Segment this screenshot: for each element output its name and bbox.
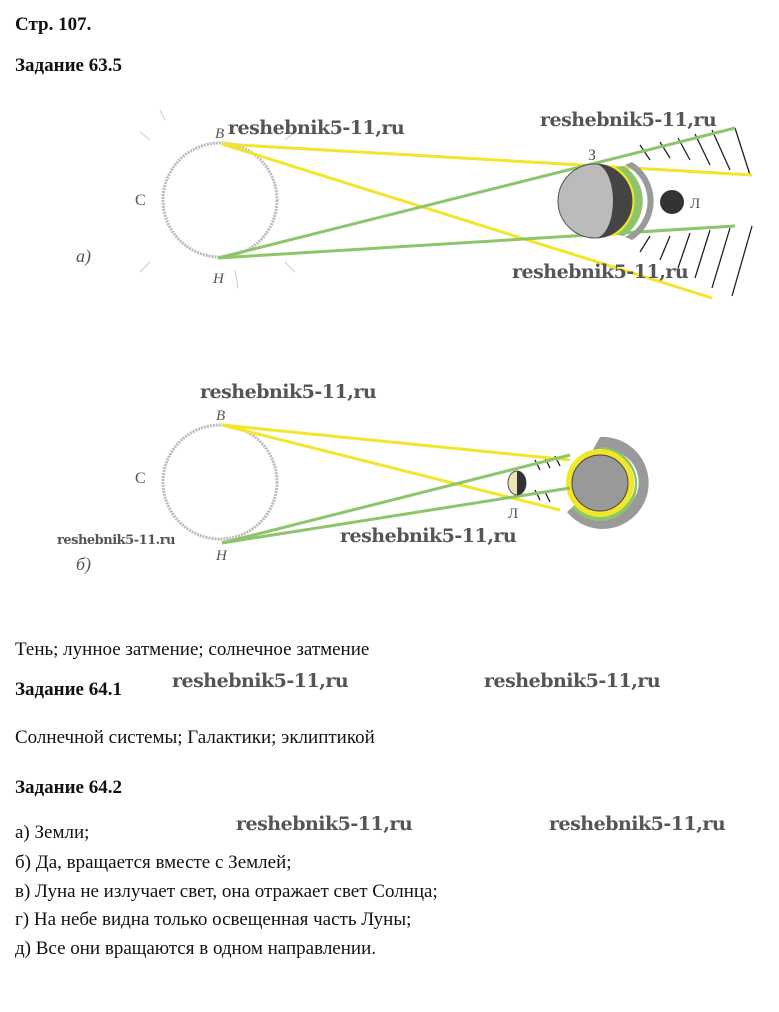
watermark: reshebnik5-11,ru bbox=[340, 525, 517, 547]
diagram-b: B Н С Л б) bbox=[76, 408, 649, 575]
answer-line: г) На небе видна только освещенная часть… bbox=[15, 909, 412, 930]
sun-label: С bbox=[135, 470, 146, 487]
point-h-label: Н bbox=[212, 271, 225, 287]
earth-b bbox=[571, 454, 629, 512]
diagram-a: B Н С З Л а) bbox=[76, 109, 753, 300]
watermark: reshebnik5-11.ru bbox=[57, 533, 176, 548]
diagram-b-label: б) bbox=[76, 554, 91, 575]
diagram-a-label: а) bbox=[76, 246, 91, 267]
answer-line: в) Луна не излучает свет, она отражает с… bbox=[15, 881, 438, 902]
answer-64-1: Солнечной системы; Галактики; эклиптикой bbox=[15, 727, 375, 748]
answer-line: д) Все они вращаются в одном направлении… bbox=[15, 938, 376, 959]
answer-line: б) Да, вращается вместе с Землей; bbox=[15, 852, 292, 873]
answer-63-5: Тень; лунное затмение; солнечное затмени… bbox=[15, 639, 370, 660]
shadow-hatching-a bbox=[639, 127, 753, 297]
watermark: reshebnik5-11,ru bbox=[200, 381, 377, 403]
sun-label: С bbox=[135, 192, 146, 209]
watermark: reshebnik5-11,ru bbox=[236, 813, 413, 835]
page-number: Стр. 107. bbox=[15, 14, 92, 35]
watermark: reshebnik5-11,ru bbox=[484, 670, 661, 692]
watermark: reshebnik5-11,ru bbox=[512, 261, 689, 283]
moon-a bbox=[660, 190, 684, 214]
sun-a bbox=[161, 141, 279, 259]
task-64-1-title: Задание 64.1 bbox=[15, 679, 122, 700]
task-63-5-title: Задание 63.5 bbox=[15, 55, 122, 76]
watermark: reshebnik5-11,ru bbox=[228, 117, 405, 139]
moon-label: Л bbox=[508, 506, 518, 522]
sun-b bbox=[161, 423, 279, 541]
point-h-label: Н bbox=[215, 548, 228, 564]
watermark: reshebnik5-11,ru bbox=[540, 109, 717, 131]
earth-label: З bbox=[588, 147, 596, 164]
point-b-label: B bbox=[215, 126, 224, 142]
point-b-label: B bbox=[216, 408, 225, 424]
task-64-2-title: Задание 64.2 bbox=[15, 777, 122, 798]
watermark: reshebnik5-11,ru bbox=[549, 813, 726, 835]
moon-label: Л bbox=[690, 196, 700, 212]
watermark: reshebnik5-11,ru bbox=[172, 670, 349, 692]
answer-line: а) Земли; bbox=[15, 822, 90, 843]
eclipse-diagrams: B Н С З Л а) B Н С Л б) bbox=[76, 109, 753, 575]
